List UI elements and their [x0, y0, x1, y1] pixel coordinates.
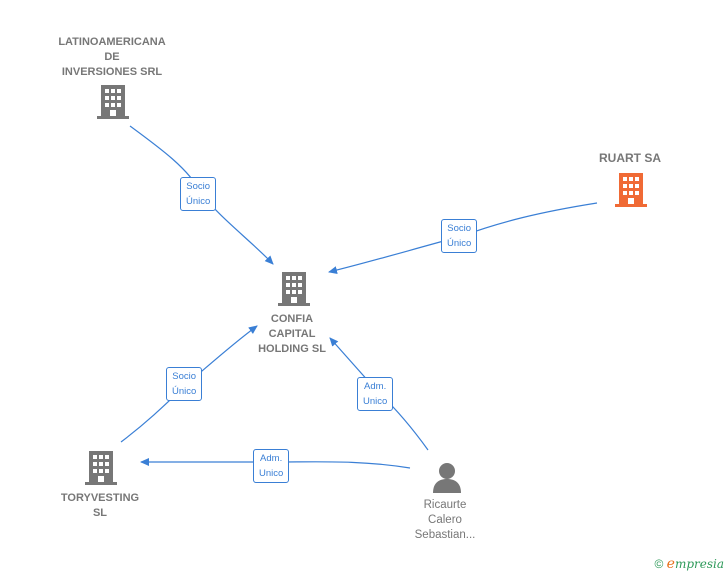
brand-initial: e [666, 556, 675, 572]
edge-label-latinoamericana-confia: Socio Único [180, 177, 217, 211]
node-label-confia[interactable]: CONFIA CAPITAL HOLDING SL [258, 313, 326, 355]
empresia-logo[interactable]: © empresia [654, 556, 724, 572]
edge-label-ricaurte-confia: Adm. Unico [357, 377, 394, 411]
node-label-ricaurte[interactable]: Ricaurte Calero Sebastian... [414, 499, 476, 541]
building-icon[interactable] [278, 272, 310, 306]
building-icon[interactable] [85, 451, 117, 485]
brand-name: mpresia [674, 557, 724, 571]
node-label-latinoamericana[interactable]: LATINOAMERICANA DE INVERSIONES SRL [58, 36, 166, 78]
building-icon[interactable] [97, 85, 129, 119]
person-icon[interactable] [433, 463, 461, 493]
edge-label-ricaurte-toryvesting: Adm. Unico [253, 449, 290, 483]
node-label-toryvesting[interactable]: TORYVESTING SL [60, 492, 140, 519]
edge-label-ruart-confia: Socio Único [441, 219, 478, 253]
building-icon[interactable] [615, 173, 647, 207]
edge-label-toryvesting-confia: Socio Único [166, 367, 203, 401]
node-label-ruart[interactable]: RUART SA [599, 151, 661, 165]
copyright-symbol: © [654, 557, 664, 571]
